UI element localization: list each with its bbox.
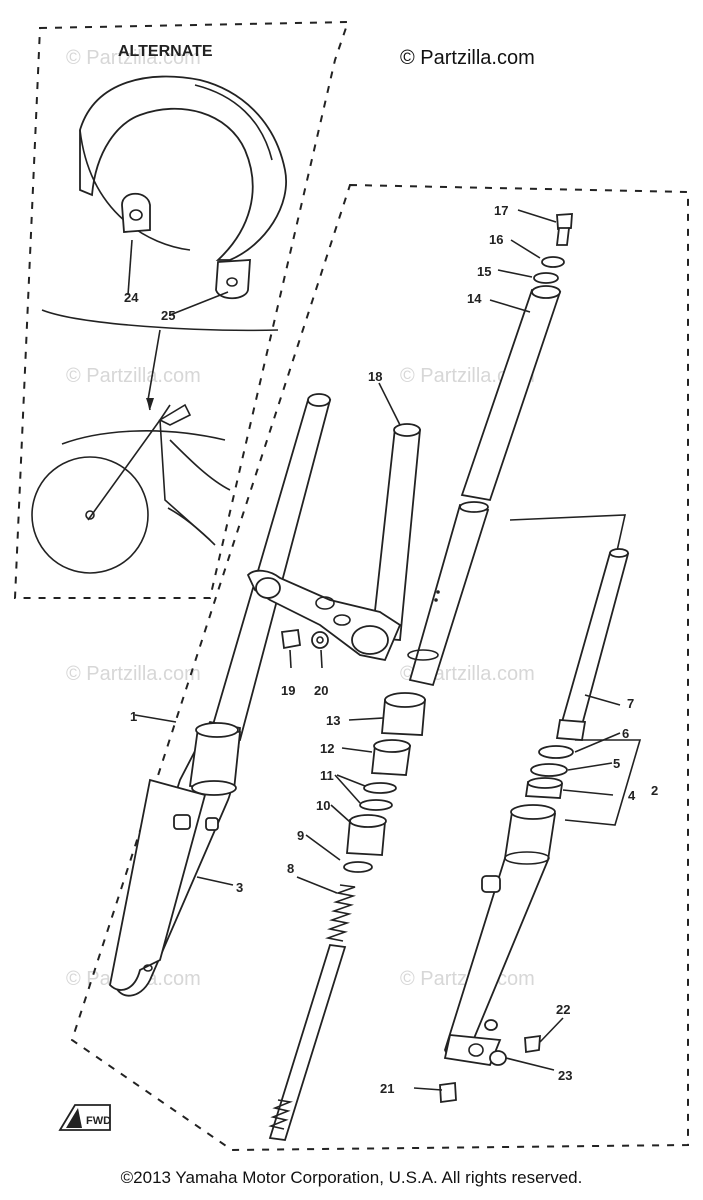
callout-1: 1	[130, 709, 137, 724]
left-fork-assembly	[109, 393, 332, 997]
washer-20	[311, 631, 329, 649]
bolt-19	[280, 628, 302, 650]
callout-14: 14	[467, 291, 482, 306]
callout-20: 20	[314, 683, 328, 698]
bolt-22	[524, 1034, 541, 1054]
upper-tube-14	[460, 289, 562, 502]
callout-9: 9	[297, 828, 304, 843]
callouts: 1 2 3 4 5 6 7 8 9 10 11 12 13 14 15 16 1…	[124, 203, 658, 1096]
callout-18: 18	[368, 369, 382, 384]
washer-5	[530, 763, 568, 777]
callout-16: 16	[489, 232, 503, 247]
outer-tube-2	[444, 811, 557, 1059]
left-inner-tube	[208, 399, 332, 742]
washer-23	[489, 1050, 507, 1066]
fender-bracket	[121, 192, 151, 233]
brand-watermark: © Partzilla.com	[400, 47, 535, 69]
clip-11a	[363, 782, 397, 794]
o-ring-15	[533, 272, 559, 284]
right-fork-assembly	[439, 514, 642, 1104]
drain-bolt-21	[439, 1081, 457, 1104]
fender-stay	[215, 259, 251, 300]
steering-stem-tube	[371, 427, 421, 641]
callout-4: 4	[628, 788, 636, 803]
callout-15: 15	[477, 264, 491, 279]
callout-22: 22	[556, 1002, 570, 1017]
callout-8: 8	[287, 861, 294, 876]
callout-11: 11	[320, 768, 334, 783]
alternate-label: ALTERNATE	[118, 43, 213, 60]
alternate-box: ALTERNATE	[13, 20, 350, 599]
seal-stack	[268, 692, 426, 1141]
callout-23: 23	[558, 1068, 572, 1083]
bike-front-wheel	[31, 456, 149, 574]
washer-16	[541, 256, 565, 268]
right-fork-upper	[407, 213, 573, 687]
watermark-1: © Partzilla.com	[66, 47, 201, 69]
fwd-label: FWD	[86, 1115, 111, 1127]
callout-6: 6	[622, 726, 629, 741]
callout-5: 5	[613, 756, 620, 771]
front-fender-alternate	[79, 75, 287, 261]
cap-bolt-17	[556, 213, 573, 230]
callout-19: 19	[281, 683, 295, 698]
spring-8	[268, 884, 357, 1141]
callout-3: 3	[236, 880, 243, 895]
main-assembly-box	[70, 183, 689, 1152]
clip-6	[538, 745, 574, 759]
copyright-notice: ©2013 Yamaha Motor Corporation, U.S.A. A…	[120, 1168, 583, 1187]
callout-2: 2	[651, 783, 658, 798]
callout-25: 25	[161, 308, 175, 323]
washer-9	[343, 861, 373, 873]
inner-tube-7	[560, 552, 630, 727]
clip-11b	[359, 799, 393, 811]
watermark-2: © Partzilla.com	[66, 365, 201, 387]
callout-24: 24	[124, 290, 139, 305]
fwd-direction-marker: FWD	[58, 1104, 111, 1131]
callout-13: 13	[326, 713, 340, 728]
callout-17: 17	[494, 203, 508, 218]
watermark-4: © Partzilla.com	[66, 663, 201, 685]
leader-lines	[127, 209, 621, 1091]
callout-10: 10	[316, 798, 330, 813]
callout-21: 21	[380, 1081, 394, 1096]
steering-stem-assembly	[246, 423, 421, 662]
callout-7: 7	[627, 696, 634, 711]
callout-12: 12	[320, 741, 334, 756]
